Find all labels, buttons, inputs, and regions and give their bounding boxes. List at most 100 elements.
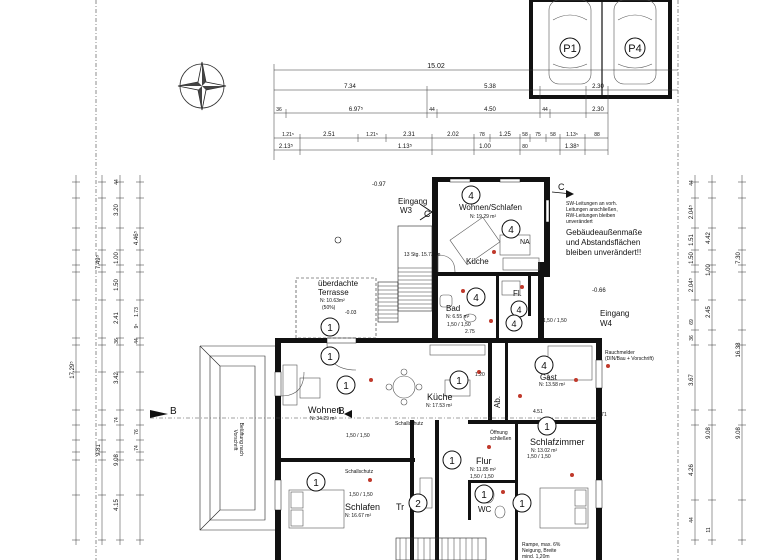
dim-top-4b: 2.51: [323, 132, 335, 138]
dim-1-20: 1.20: [475, 372, 485, 378]
label-schallschutz-2: Schallschutz: [345, 469, 374, 475]
dim-right-1g: 2.45: [706, 306, 712, 318]
dim-top-2a: 7.34: [344, 84, 356, 90]
dim-top-3b: 6.97⁵: [349, 106, 364, 113]
main-floor-labels: 1 1 Wohnen N: 34.29 m² 1 Küche N: 17.53 …: [306, 346, 607, 519]
dim-top-4j: 58: [550, 132, 556, 138]
dim-top-3d: 4.50: [484, 107, 496, 113]
room-num-tr: 2: [415, 499, 421, 510]
room-area-wohnen-top: N: 19.29 m²: [470, 214, 496, 220]
room-num-schlafen: 1: [313, 478, 319, 489]
dim-right-1b: 2.04⁵: [688, 204, 695, 219]
dim-right-3a: 7.30: [736, 252, 742, 264]
dim-left-3b: 3.20: [114, 204, 120, 216]
dim-top-4i: 75: [535, 132, 541, 138]
dim-left-3f: 2.41: [114, 312, 120, 324]
top-dimension-chains: 15.02 7.34 5.38 2.30 36 6.97⁵ 44 4.50 44…: [273, 63, 678, 160]
dim-top-5b: 1.13⁵: [398, 143, 413, 150]
dim-minus-0-03: -0.03: [345, 310, 357, 316]
dim-4-51: 4.51: [533, 409, 543, 415]
dim-left-2a: 7.49⁵: [95, 254, 102, 269]
room-num-terrasse: 1: [327, 323, 333, 334]
dim-left-outer: 17.29⁵: [69, 361, 76, 379]
dim-left-4e: 74: [134, 445, 140, 451]
dim-right-2a: 4.42: [706, 232, 712, 244]
section-c-left: C: [424, 209, 431, 219]
dim-1-50-wohnen: 1,50 / 1,50: [346, 433, 370, 439]
dim-left-3h: 3.42: [114, 372, 120, 384]
section-b: B B: [150, 406, 600, 419]
dim-left-3i: 74: [114, 417, 120, 423]
dim-top-2b: 5.38: [484, 84, 496, 90]
label-rauchmelder: Rauchmelder (DIN/Bau + Vorschrift): [605, 350, 654, 362]
dim-left-4a: 1.73: [134, 307, 140, 317]
dim-top-4l: 88: [594, 132, 600, 138]
dim-right-3b: 16.38: [736, 342, 742, 358]
room-name-flur: Flur: [476, 456, 492, 466]
label-eingang-w3-line2: W3: [400, 206, 413, 215]
room-name-wc: WC: [478, 505, 492, 514]
section-c-right-label: C: [558, 182, 565, 192]
upper-unit-labels: 4 Wohnen/Schlafen N: 19.29 m² 4 Küche NA…: [446, 185, 567, 335]
ramp: Rampe, max. 6% Neigung, Breite mind. 1,2…: [395, 537, 561, 560]
dim-1-50-flur: 1,50 / 1,50: [470, 474, 494, 480]
room-area-terrasse: N: 10.63m²: [320, 298, 345, 304]
dim-bad-opening: 1,50 / 1,50: [447, 322, 471, 328]
room-name-wohnen: Wohnen: [308, 405, 341, 415]
room-name-bad: Bad: [446, 304, 460, 313]
dim-top-5d: 80: [522, 144, 528, 150]
room-name-kueche-top: Küche: [466, 257, 489, 266]
room-num-gast: 4: [541, 361, 547, 372]
room-num-kueche: 1: [456, 376, 462, 387]
dim-left-2b: 9.81: [96, 444, 102, 456]
dim-right-1i: 3.67: [689, 374, 695, 386]
dim-right-1a: 44: [689, 180, 695, 186]
note-main: Gebäudeaußenmaße und Abstandsflächen ble…: [566, 228, 644, 257]
room-name-tr: Tr: [396, 502, 404, 512]
dim-top-3c: 44: [429, 107, 435, 113]
label-eingang-w3-line1: Eingang: [398, 197, 427, 206]
dim-top-3f: 2.30: [592, 107, 604, 113]
dim-left-3k: 4.15: [114, 499, 120, 511]
dim-top-4e: 2.02: [447, 132, 459, 138]
room-name-fl: Fl.: [513, 289, 522, 298]
room-area-kueche: N: 17.53 m²: [426, 403, 452, 409]
dim-minus-0-97: -0.97: [372, 182, 386, 188]
parking-p4: P4: [628, 43, 641, 55]
room-num-terrasse-door: 1: [327, 352, 333, 363]
dim-left-4b: 9⁵: [134, 324, 140, 329]
left-annex: Belüftung nach Vorschrift: [199, 345, 275, 531]
dim-left-3c: 4.46⁵: [133, 230, 140, 245]
dim-overall: 15.02: [427, 63, 445, 70]
dim-top-5a: 2.13⁵: [279, 143, 294, 150]
terrace: überdachte Terrasse N: 10.63m² (50%) -0.…: [295, 236, 399, 339]
room-num-wohnen: 1: [343, 381, 349, 392]
dim-left-3a: 44: [114, 179, 120, 185]
label-eingang-w4: Eingang W4: [600, 309, 632, 328]
section-c-right: C: [551, 182, 574, 198]
dim-top-5c: 1.00: [479, 144, 491, 150]
dim-right-1d: 1.50: [689, 252, 695, 264]
left-dimension-chains: 17.29⁵ 7.49⁵ 9.81 44 3.20 4.46⁵ 1.00 1.5…: [69, 175, 144, 545]
notes: SW-Leitungen an vorh. Leitungen anschlie…: [566, 201, 654, 368]
dim-top-3a: 36: [276, 107, 282, 113]
dim-right-1j: 4.26: [689, 464, 695, 476]
room-area-schlafzimmer: N: 13.02 m²: [531, 448, 557, 454]
dim-top-4h: 58: [522, 132, 528, 138]
dim-top-4c: 1.21⁵: [366, 132, 378, 138]
room-name-schlafzimmer: Schlafzimmer: [530, 437, 585, 447]
dim-right-2d: 11: [706, 527, 712, 532]
room-area-gast: N: 13.58 m²: [539, 382, 565, 388]
room-area-bad: N: 6.55 m²: [446, 314, 470, 320]
room-num-c: 4: [511, 319, 516, 329]
dim-left-3g: 36: [114, 338, 120, 344]
dim-3-71: 3.71: [597, 412, 607, 418]
room-area-flur: N: 11.85 m²: [470, 467, 496, 473]
room-area-schlafen: N: 16.67 m²: [345, 513, 371, 519]
room-num-kueche-top: 4: [508, 225, 514, 236]
note-small: SW-Leitungen an vorh. Leitungen anschlie…: [566, 201, 619, 225]
room-area-wohnen: N: 34.29 m²: [310, 416, 336, 422]
dim-left-3d: 1.00: [114, 252, 120, 264]
dim-left-4d: 76: [134, 429, 140, 435]
